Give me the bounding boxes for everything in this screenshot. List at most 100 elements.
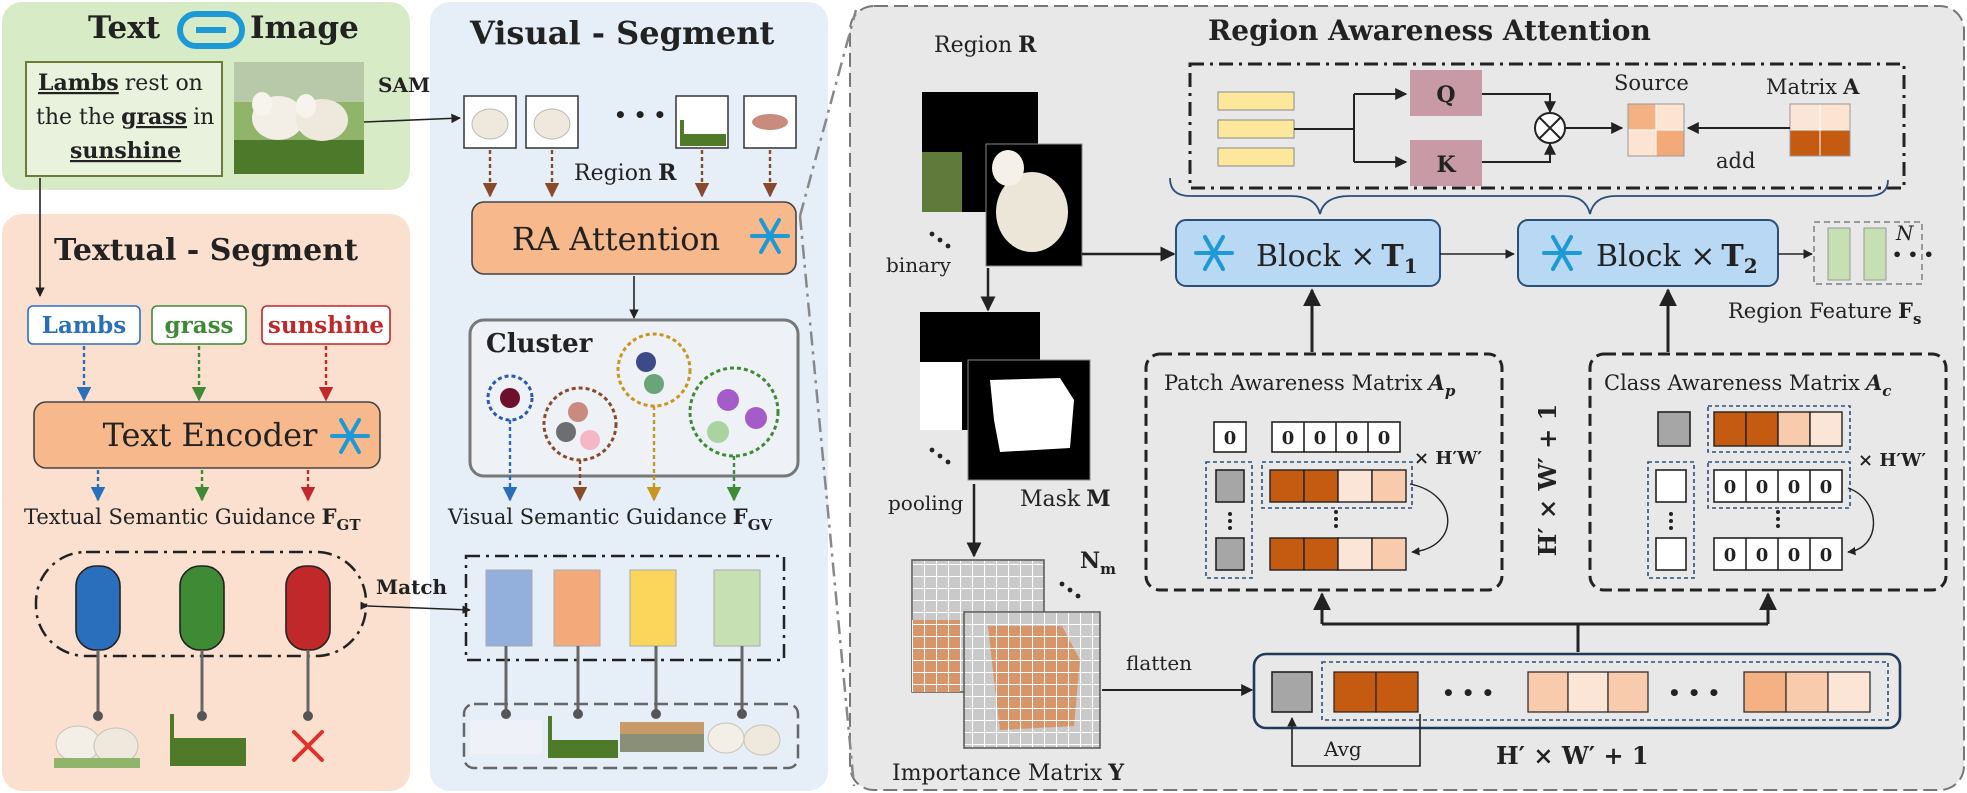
class-zero-row-1: 0 0 0 0	[1713, 469, 1843, 503]
link-icon	[177, 11, 245, 49]
svg-text:Block ×T1: Block ×T1	[1256, 239, 1418, 278]
visual-crop-group	[462, 702, 800, 770]
raa-panel	[849, 5, 1965, 791]
zoom-connector-line	[798, 9, 858, 787]
ra-attention-box: RA Attention	[471, 201, 797, 275]
flatten-label: flatten	[1126, 651, 1192, 675]
flattened-inner-box	[1321, 661, 1889, 721]
flattened-cells	[1333, 671, 1871, 713]
text-image-title-image: Image	[250, 10, 359, 46]
class-awareness-box	[1588, 352, 1948, 592]
source-matrix	[1627, 103, 1685, 157]
class-column	[1647, 461, 1695, 579]
match-arrow	[360, 601, 471, 614]
flattened-ellipsis-1: • • •	[1442, 681, 1494, 705]
svg-text:Q: Q	[1436, 82, 1455, 108]
word-chip-grass: grass	[151, 305, 247, 345]
attention-brace	[1169, 177, 1889, 215]
caption-box	[25, 61, 223, 177]
sam-arrow	[363, 113, 461, 124]
snowflake-icon	[750, 218, 790, 254]
q-box: Q	[1410, 70, 1482, 116]
patch-times-hw: × H′W′	[1414, 448, 1482, 469]
text-image-title-text: Text	[88, 10, 161, 46]
svg-text:RA Attention: RA Attention	[512, 220, 720, 258]
patch-awareness-box	[1144, 352, 1504, 592]
block-t2: Block ×T2	[1517, 219, 1779, 287]
svg-text:0: 0	[1820, 477, 1833, 498]
avg-loop-arrow	[1287, 714, 1421, 767]
svg-text:Text Encoder: Text Encoder	[103, 416, 318, 454]
flattened-row-box	[1252, 652, 1902, 730]
nm-label: Nm	[1080, 548, 1116, 578]
svg-text:0: 0	[1282, 428, 1295, 449]
patch-zero-row: 0 0 0 0	[1271, 421, 1401, 453]
avg-label: Avg	[1323, 737, 1362, 761]
textual-segment-title: Textual - Segment	[54, 233, 358, 268]
mismatch-x-icon	[292, 730, 324, 762]
svg-text:0: 0	[1314, 428, 1327, 449]
region-thumbnails	[463, 95, 797, 149]
class-zero-row-2: 0 0 0 0	[1713, 537, 1843, 571]
source-label: Source	[1614, 71, 1689, 95]
visual-crop-images	[470, 716, 781, 758]
class-times-hw: × H′W′	[1858, 450, 1926, 471]
raa-title: Region Awareness Attention	[1208, 14, 1651, 47]
snowflake-icon	[1194, 235, 1234, 271]
block-t1: Block ×T1	[1175, 219, 1441, 287]
vertical-dimension-label: H′ × W′ + 1	[1533, 404, 1562, 557]
svg-text:0: 0	[1346, 428, 1359, 449]
svg-text:Block ×T2: Block ×T2	[1596, 239, 1758, 278]
lamb-crop-image	[54, 725, 140, 768]
svg-text:0: 0	[1820, 545, 1833, 566]
visual-segment-title: Visual - Segment	[469, 14, 774, 52]
patch-class-column	[1205, 461, 1253, 579]
patch-zero-cell: 0	[1213, 421, 1247, 453]
svg-text:0: 0	[1756, 477, 1769, 498]
input-token-stack	[1217, 91, 1295, 167]
matrix-a	[1789, 103, 1851, 157]
mask-images	[920, 312, 1091, 481]
visual-feature-4	[713, 569, 761, 647]
text-token-sunshine	[285, 565, 331, 651]
textual-segment-panel	[2, 214, 410, 791]
importance-matrix-grid	[911, 559, 1101, 749]
svg-text:sunshine: sunshine	[268, 312, 384, 339]
lamb-photo	[234, 62, 364, 174]
snowflake-icon	[330, 418, 370, 454]
binary-label: binary	[886, 253, 952, 277]
k-box: K	[1410, 140, 1482, 186]
visual-feature-2	[553, 569, 601, 647]
class-row-1	[1713, 411, 1843, 447]
attention-calc-box	[1188, 62, 1906, 190]
word-chip-lambs: Lambs	[27, 305, 141, 345]
flattened-ellipsis-2: • • •	[1668, 681, 1720, 705]
text-encoder-box: Text Encoder	[33, 401, 381, 469]
svg-text:0: 0	[1788, 545, 1801, 566]
visual-feature-1	[485, 569, 533, 647]
svg-text:Lambs: Lambs	[42, 312, 126, 339]
region-binary-images	[922, 92, 1083, 267]
svg-text:0: 0	[1724, 545, 1737, 566]
svg-text:0: 0	[1378, 428, 1391, 449]
svg-text:• • •: • • •	[1892, 245, 1934, 264]
add-label: add	[1716, 149, 1755, 173]
svg-text:grass: grass	[165, 312, 234, 339]
patch-row-2	[1269, 537, 1407, 571]
word-chip-sunshine: sunshine	[261, 305, 391, 345]
svg-text:0: 0	[1224, 428, 1237, 449]
patch-row-1	[1269, 469, 1407, 503]
split-arrows	[1322, 622, 1768, 652]
flattened-dimension-label: H′ × W′ + 1	[1496, 741, 1649, 770]
svg-text:0: 0	[1788, 477, 1801, 498]
class-highlight-row	[1707, 405, 1851, 453]
region-dots: • • •	[614, 103, 666, 127]
